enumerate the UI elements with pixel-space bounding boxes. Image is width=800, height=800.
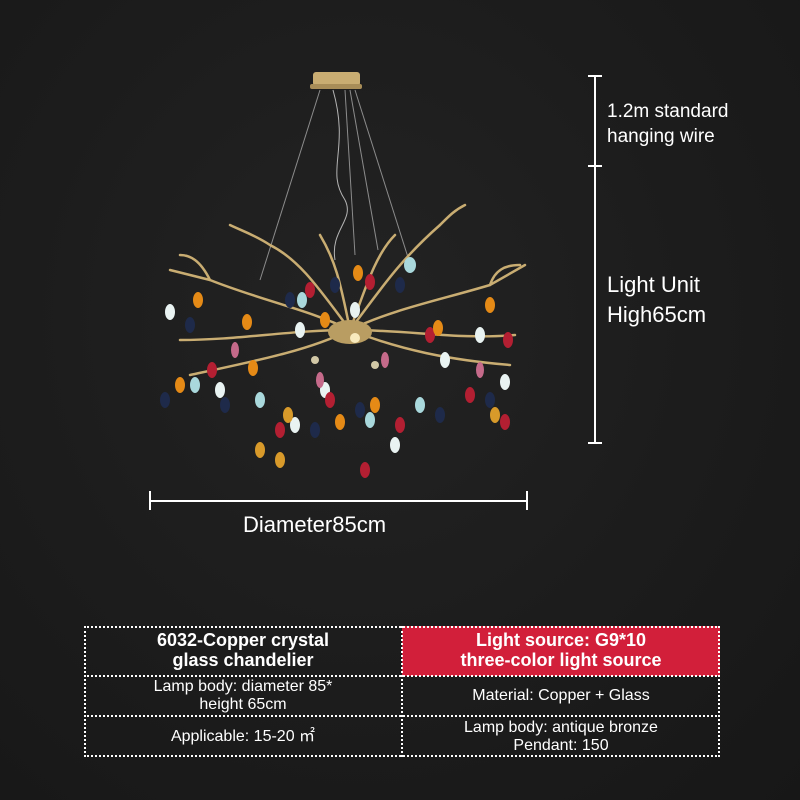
diameter-tick-right (526, 491, 528, 510)
hanging-wires (259, 89, 413, 281)
product-name-line1: 6032-Copper crystal (156, 630, 330, 651)
light-source-cell: Light source: G9*10 three-color light so… (402, 626, 720, 676)
lamp-body-size-line1: Lamp body: diameter 85* (153, 678, 333, 696)
glass-drops (160, 257, 513, 478)
lamp-body-size-cell: Lamp body: diameter 85* height 65cm (84, 676, 402, 716)
diameter-label: Diameter85cm (243, 512, 387, 537)
center-hub (328, 320, 372, 344)
dimension-tick-top (588, 75, 602, 77)
hanging-wire-label-line2: hanging wire (607, 126, 715, 147)
height-label: Light Unit High65cm (607, 270, 706, 330)
light-source-line1: Light source: G9*10 (475, 630, 647, 651)
material-text: Material: Copper + Glass (472, 687, 650, 705)
table-divider-column (401, 626, 403, 757)
applicable-area-text: Applicable: 15-20 ㎡ (170, 727, 316, 745)
product-name-cell: 6032-Copper crystal glass chandelier (84, 626, 402, 676)
height-label-line1: Light Unit (607, 272, 700, 297)
finish-text: Lamp body: antique bronze (464, 718, 658, 736)
pendant-count-text: Pendant: 150 (513, 736, 609, 754)
dimension-tick-middle (588, 165, 602, 167)
height-label-line2: High65cm (607, 302, 707, 327)
dimension-tick-bottom (588, 442, 602, 444)
hanging-wire-label: 1.2m standard hanging wire (607, 99, 728, 149)
spec-table: 6032-Copper crystal glass chandelier Lig… (84, 626, 720, 757)
height-dimension-line (594, 75, 596, 444)
hanging-wire-label-line1: 1.2m standard (607, 101, 729, 122)
applicable-area-cell: Applicable: 15-20 ㎡ (84, 716, 402, 757)
chandelier-image (160, 72, 527, 478)
finish-pendant-cell: Lamp body: antique bronze Pendant: 150 (402, 716, 720, 757)
table-border-right (718, 626, 720, 757)
lamp-body-size-line2: height 65cm (199, 696, 287, 713)
diameter-dimension-line (149, 500, 527, 502)
table-border-left (84, 626, 86, 757)
material-cell: Material: Copper + Glass (402, 676, 720, 716)
product-name-line2: glass chandelier (172, 650, 314, 670)
ceiling-canopy (313, 72, 360, 86)
branches (168, 203, 527, 377)
light-source-line2: three-color light source (460, 650, 662, 670)
diameter-tick-left (149, 491, 151, 510)
